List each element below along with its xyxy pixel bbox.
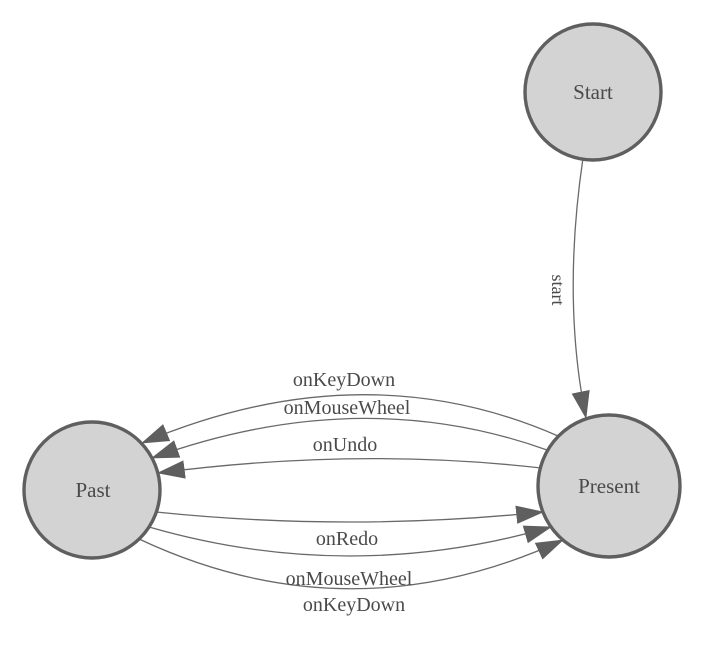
node-group [22, 22, 682, 560]
edge-label-onkeydown-top: onKeyDown [293, 369, 395, 391]
edge-past-to-present-onmousewheel [148, 525, 553, 557]
edge-start-to-present [571, 157, 590, 420]
state-label-present: Present [578, 474, 640, 498]
edge-label-onmousewheel-top: onMouseWheel [284, 397, 411, 419]
edge-label-onmousewheel-bottom: onMouseWheel [286, 568, 413, 590]
edge-past-to-present-onredo [155, 505, 545, 524]
edge-label-start: start [548, 275, 568, 306]
state-node-start [523, 22, 663, 162]
edge-label-group: start onKeyDown onMouseWheel onUndo onRe… [284, 275, 568, 617]
edge-present-to-past-onundo [156, 457, 542, 479]
edge-label-onkeydown-bottom: onKeyDown [303, 594, 405, 616]
edge-label-onundo: onUndo [313, 434, 377, 456]
state-label-past: Past [75, 478, 110, 502]
state-label-start: Start [573, 80, 613, 104]
edge-label-onredo: onRedo [316, 528, 378, 550]
edge-present-to-past-onkeydown [140, 394, 559, 444]
node-label-group: Start Present Past [75, 80, 640, 502]
edge-group [138, 157, 590, 590]
edge-present-to-past-onmousewheel [150, 417, 548, 459]
state-node-past [22, 420, 162, 560]
state-node-present [536, 413, 682, 559]
edge-past-to-present-onkeydown [138, 538, 565, 590]
